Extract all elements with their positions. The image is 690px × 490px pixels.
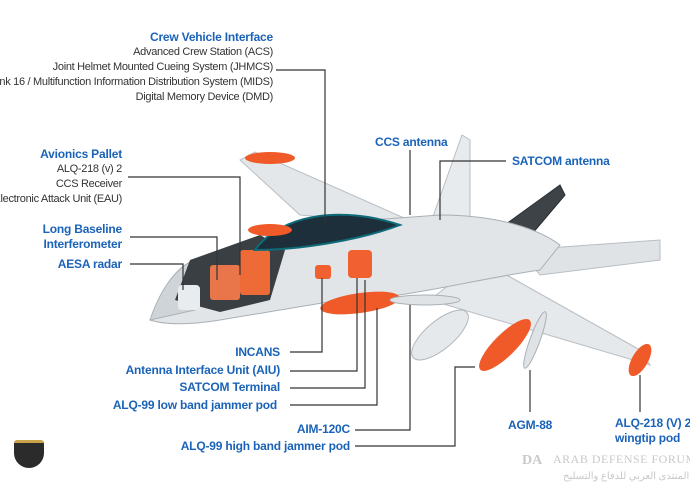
alq218-wingtip-label: ALQ-218 (V) 2 wingtip pod <box>615 416 690 446</box>
incans-label: INCANS <box>235 345 280 359</box>
ccs-antenna-label: CCS antenna <box>375 135 448 149</box>
lbi-unit <box>210 265 240 300</box>
aim120c-label: AIM-120C <box>296 422 350 436</box>
lbi-label: Long Baseline Interferometer <box>42 222 123 252</box>
callout-item: Digital Memory Device (DMD) <box>135 91 274 103</box>
aesa-radar-unit <box>178 285 200 310</box>
watermark-arabic: المنتدى العربي للدفاع والتسليح <box>563 471 690 482</box>
incans-unit <box>315 265 331 279</box>
callout-item: Joint Helmet Mounted Cueing System (JHMC… <box>52 61 274 73</box>
aiu-unit <box>348 250 372 278</box>
callout-item: CCS Receiver <box>55 178 122 190</box>
fuel-tank <box>411 309 469 361</box>
satcom-antenna-label: SATCOM antenna <box>512 154 610 168</box>
alq99-low-pod <box>320 291 400 315</box>
callout-item: ALQ-218 (v) 2 <box>56 163 122 175</box>
aim120c-missile <box>389 294 461 306</box>
wing-pod-upper-2 <box>245 152 295 164</box>
agm88-missile <box>523 311 547 369</box>
lbi-label-line1: Long Baseline <box>42 222 123 236</box>
alq218-line2: wingtip pod <box>615 431 681 445</box>
alq99-high-label: ALQ-99 high band jammer pod <box>180 439 350 453</box>
wingtip-pod <box>628 343 652 377</box>
watermark-name: ARAB DEFENSE FORUM <box>553 452 690 466</box>
lbi-label-line2: Interferometer <box>43 237 122 251</box>
forum-logo-icon <box>14 440 44 468</box>
leader-lines <box>128 69 641 447</box>
callout-title: Avionics Pallet <box>40 147 122 161</box>
alq218-line1: ALQ-218 (V) 2 <box>615 416 690 430</box>
alq99-high-pod <box>479 319 531 371</box>
satcom-terminal-label: SATCOM Terminal <box>179 380 280 394</box>
callout-item: Advanced Crew Station (ACS) <box>133 46 273 58</box>
callout-item: Electronic Attack Unit (EAU) <box>0 193 122 205</box>
aesa-label: AESA radar <box>57 257 122 271</box>
callout-item: Link 16 / Multifunction Information Dist… <box>0 76 273 88</box>
aiu-label: Antenna Interface Unit (AIU) <box>125 363 281 377</box>
avionics-pallet-callout: Avionics Pallet ALQ-218 (v) 2 CCS Receiv… <box>0 147 122 207</box>
canopy <box>253 213 403 252</box>
agm88-label: AGM-88 <box>508 418 553 432</box>
callout-title: Crew Vehicle Interface <box>150 30 273 44</box>
crew-vehicle-interface-callout: Crew Vehicle Interface Advanced Crew Sta… <box>0 30 273 105</box>
wing-pod-upper <box>248 224 292 236</box>
watermark-logo: DA <box>522 453 543 468</box>
alq99-low-label: ALQ-99 low band jammer pod <box>112 398 277 412</box>
avionics-pallet-unit <box>240 250 270 295</box>
